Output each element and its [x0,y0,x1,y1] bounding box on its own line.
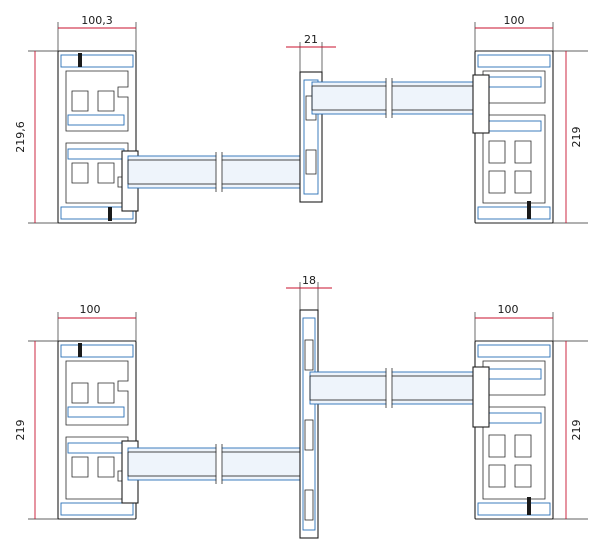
bottom-left-frame-profile [57,340,139,520]
bottom-section: 100 219 18 100 219 [14,274,588,539]
top-left-glazing-bar [127,150,313,194]
dim-top-left-width: 100,3 [57,14,137,51]
dim-label: 18 [302,274,316,287]
dim-label: 100 [80,303,101,316]
top-left-frame-profile [57,50,139,224]
dim-label: 219 [570,127,583,148]
dim-bottom-right-height: 219 [553,340,588,520]
dim-top-right-width: 100 [474,14,554,51]
dim-bottom-middle-width: 18 [286,274,332,310]
dim-bottom-left-width: 100 [57,303,137,341]
dim-label: 100 [504,14,525,27]
dim-label: 219 [570,420,583,441]
dim-top-right-height: 219 [553,50,588,224]
dim-label: 21 [304,33,318,46]
dim-label: 219,6 [14,121,27,153]
top-right-frame-profile [472,50,554,224]
dim-label: 100,3 [81,14,113,27]
bottom-left-glazing-bar [127,442,307,486]
bottom-right-frame-profile [472,340,554,520]
top-section: 100,3 219,6 21 100 219 [14,14,588,224]
dim-label: 219 [14,420,27,441]
bottom-right-glazing-bar [309,366,491,410]
dim-bottom-left-height: 219 [14,340,58,520]
bottom-middle-mullion [299,309,319,539]
dim-bottom-right-width: 100 [474,303,554,341]
dim-label: 100 [498,303,519,316]
dim-top-middle-width: 21 [286,33,336,72]
dim-top-left-height: 219,6 [14,50,58,224]
top-right-glazing-bar [311,76,491,120]
